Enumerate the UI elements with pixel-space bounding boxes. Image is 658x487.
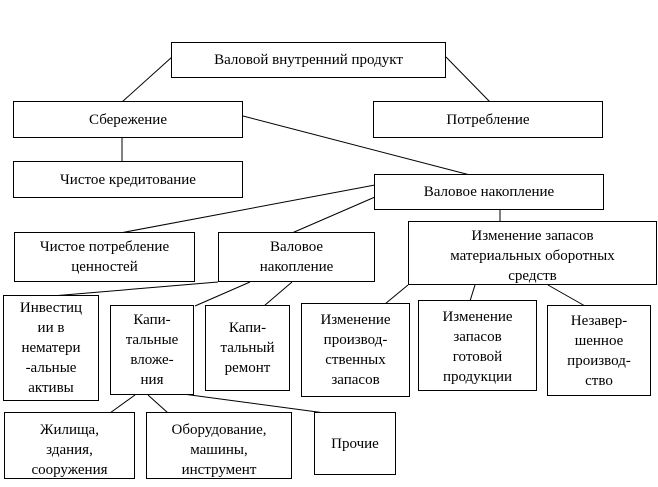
node-label-line: Потребление — [446, 111, 530, 128]
housing-buildings-box: Жилища, здания, сооружения — [4, 412, 135, 479]
node-label-line: здания, — [46, 442, 93, 458]
node-label-line: ремонт — [224, 360, 271, 376]
connector-capital-other — [167, 391, 326, 414]
node-label-line: ственных — [325, 352, 386, 368]
finished-goods-inventory-box: Изменение запасов готовой продукции — [418, 300, 537, 391]
connector-gross-accumulation-valuables — [119, 184, 376, 234]
node-label-line: Инвестиц — [19, 300, 83, 316]
node-label-line: Валовое — [269, 239, 324, 255]
node-label-line: запасов — [331, 372, 380, 388]
node-label-line: нематери — [21, 340, 81, 356]
connector-inventory-wip — [547, 284, 586, 307]
connector-gdp-savings — [121, 56, 173, 103]
gdp-box: Валовой внутренний продукт — [171, 42, 446, 78]
connector-gdp-consumption — [445, 56, 491, 103]
node-label-line: сооружения — [31, 462, 108, 478]
node-label-line: производ- — [567, 352, 631, 369]
node-label-line: запасов — [453, 329, 502, 345]
node-label-line: производ- — [323, 332, 388, 348]
net-acquisition-valuables-box: Чистое потребление ценностей — [14, 232, 195, 282]
connector-capital-equipment — [147, 394, 169, 414]
intangible-investment-box: Инвестиц ии в нематери -альные активы — [3, 295, 99, 401]
node-label-line: накопление — [259, 259, 334, 275]
connector-inventory-finished — [469, 284, 476, 302]
production-inventory-box: Изменение производ-ственных запасов — [301, 303, 410, 397]
node-label-line: ии в — [37, 320, 65, 336]
node-label-line: активы — [28, 380, 74, 396]
capital-investment-box: Капи-тальные вложе-ния — [110, 305, 194, 395]
node-label-line: средств — [508, 268, 557, 284]
node-label-line: Прочие — [331, 435, 379, 452]
work-in-progress-box: Незавер-шенное производ-ство — [547, 305, 651, 396]
node-label-line: Жилища, — [40, 422, 99, 438]
connector-sub-intangible — [51, 281, 219, 297]
connector-savings-gross-accumulation — [242, 115, 471, 176]
connector-sub-capital-repair — [263, 281, 293, 307]
connector-inventory-production — [384, 284, 409, 305]
capital-repair-box: Капи-тальный ремонт — [205, 305, 290, 391]
node-label-line: Изменение запасов — [471, 228, 594, 244]
connector-capital-housing — [109, 394, 136, 414]
node-label-line: инструмент — [181, 462, 257, 478]
node-label-line: ство — [585, 372, 613, 389]
node-label-line: Изменение — [320, 312, 391, 328]
gross-accumulation-box: Валовое накопление — [374, 174, 604, 210]
node-label-line: тальный — [220, 340, 275, 356]
gross-accumulation-sub-box: Валовое накопление — [218, 232, 375, 282]
node-label-line: Капи- — [228, 320, 267, 336]
node-label-line: ния — [140, 372, 164, 388]
equipment-box: Оборудование, машины, инструмент — [146, 412, 292, 479]
node-label-line: тальные — [125, 332, 179, 348]
connector-sub-capital-investment — [194, 281, 251, 307]
node-label-line: Чистое потребление — [39, 239, 170, 255]
other-box: Прочие — [314, 412, 396, 475]
node-label-line: продукции — [442, 369, 513, 385]
node-label-line: материальных оборотных — [450, 248, 615, 264]
net-lending-box: Чистое кредитование — [13, 161, 243, 198]
node-label-line: ценностей — [71, 259, 138, 275]
node-label-line: Валовое накопление — [423, 184, 555, 200]
node-label-line: Сбережение — [89, 111, 167, 128]
node-label-line: вложе- — [130, 352, 174, 368]
node-label-line: Изменение — [442, 309, 513, 325]
node-label-line: -альные — [25, 360, 77, 376]
inventory-change-box: Изменение запасов материальных оборотных с… — [408, 221, 657, 285]
node-label-line: машины, — [190, 442, 248, 458]
consumption-box: Потребление — [373, 101, 603, 138]
node-label-line: Валовой внутренний продукт — [214, 52, 403, 68]
node-label-line: Капи- — [133, 312, 171, 328]
node-label-line: Оборудование, — [171, 422, 267, 438]
node-label-line: Незавер- — [570, 312, 628, 329]
savings-box: Сбережение — [13, 101, 243, 138]
node-label-line: готовой — [452, 349, 503, 365]
node-label-line: шенное — [574, 332, 624, 349]
connector-gross-accumulation-sub — [291, 196, 376, 234]
node-label-line: Чистое кредитование — [60, 171, 196, 188]
